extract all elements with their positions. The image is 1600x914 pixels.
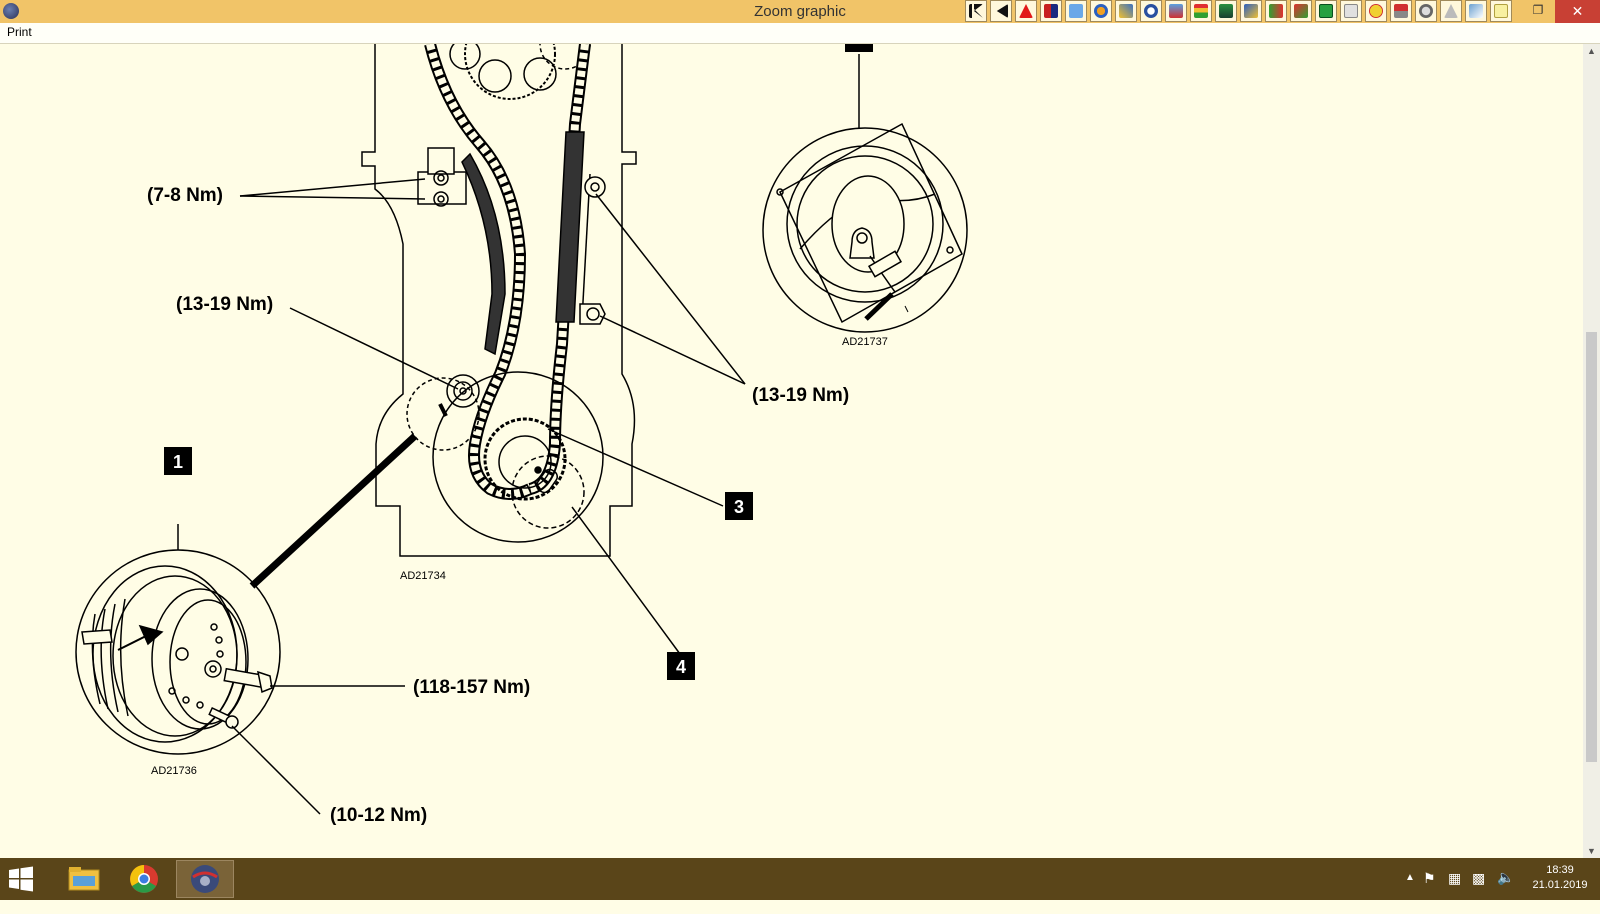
callout-3: 3: [734, 497, 744, 517]
cam-detail: [762, 127, 968, 333]
scope-icon[interactable]: [1415, 0, 1437, 22]
window-title: Zoom graphic: [754, 3, 846, 20]
wiring-icon[interactable]: [1340, 0, 1362, 22]
first-page-icon[interactable]: [965, 0, 987, 22]
component-icon[interactable]: [1265, 0, 1287, 22]
camshaft-lobe: [831, 175, 905, 273]
callout-1: 1: [173, 452, 183, 472]
clock-date: 21.01.2019: [1532, 879, 1588, 891]
battery-icon[interactable]: [1290, 0, 1312, 22]
callout-4: 4: [676, 657, 686, 677]
menu-bar: Print: [0, 23, 1600, 44]
pulley-detail: [75, 549, 281, 755]
cable-icon[interactable]: [1315, 0, 1337, 22]
tensioner-guide: [461, 152, 506, 356]
file-explorer-icon[interactable]: [55, 860, 113, 898]
callout-box-top: [845, 44, 873, 52]
scroll-down-icon[interactable]: ▼: [1587, 846, 1596, 856]
crank-sprocket: [483, 417, 567, 501]
pencil-icon[interactable]: [1240, 0, 1262, 22]
diagnostic-app-icon[interactable]: [176, 860, 234, 898]
taskbar-clock[interactable]: 18:39 21.01.2019: [1520, 863, 1600, 893]
book-icon[interactable]: [1040, 0, 1062, 22]
volume-icon[interactable]: 🔈: [1497, 869, 1515, 885]
chart-icon[interactable]: [1190, 0, 1212, 22]
wrench-icon[interactable]: [1115, 0, 1137, 22]
battery-tray-icon[interactable]: ▦: [1448, 870, 1462, 886]
torque-label-small: (10-12 Nm): [330, 805, 427, 826]
title-bar: Zoom graphic ❐ ✕: [0, 0, 1600, 23]
warning-icon[interactable]: [1015, 0, 1037, 22]
clock-time: 18:39: [1546, 864, 1574, 876]
scroll-thumb[interactable]: [1586, 332, 1597, 762]
torque-label-tensioner: (7-8 Nm): [147, 185, 223, 206]
figure-code-main: AD21734: [400, 570, 446, 582]
torque-label-guide: (13-19 Nm): [752, 385, 849, 406]
windows-start-icon[interactable]: [8, 866, 34, 892]
cam-sprocket-right: [523, 57, 557, 91]
callout-box-1: [164, 447, 192, 475]
triangle-icon[interactable]: [1440, 0, 1462, 22]
scroll-up-icon[interactable]: ▲: [1587, 46, 1596, 56]
crankshaft-pulley-outline: [432, 371, 604, 543]
dial-icon[interactable]: [1140, 0, 1162, 22]
close-icon[interactable]: ✕: [1555, 0, 1600, 23]
fixed-guide-rail: [555, 131, 585, 323]
notes-icon[interactable]: [1465, 0, 1487, 22]
app-icon[interactable]: [3, 3, 19, 19]
taskbar: ▲ ⚑ ▦ ▩ 🔈 18:39 21.01.2019: [0, 858, 1600, 900]
torque-label-pivot: (13-19 Nm): [176, 294, 273, 315]
timing-chain-diagram: 1 3 4 (7-8 Nm) (13-19 Nm) (13-19 Nm) (11…: [75, 8, 968, 826]
previous-icon[interactable]: [990, 0, 1012, 22]
chrome-icon[interactable]: [115, 860, 173, 898]
callout-box-3: [725, 492, 753, 520]
guide-bolt-lower: [586, 307, 600, 321]
network-icon[interactable]: ▩: [1472, 870, 1486, 886]
thermometer-icon[interactable]: [1165, 0, 1187, 22]
blueprint-icon[interactable]: [1065, 0, 1087, 22]
print-menu-item[interactable]: Print: [7, 25, 32, 39]
tray-expand-icon[interactable]: ▲: [1405, 872, 1415, 883]
callout-box-4: [667, 652, 695, 680]
face-icon[interactable]: [1365, 0, 1387, 22]
restore-icon[interactable]: ❐: [1532, 3, 1544, 17]
car-icon[interactable]: [1390, 0, 1412, 22]
document-icon[interactable]: [1215, 0, 1237, 22]
vertical-scrollbar[interactable]: ▲ ▼: [1583, 44, 1600, 858]
gear-icon[interactable]: [1090, 0, 1112, 22]
torque-label-crank: (118-157 Nm): [413, 677, 530, 698]
flag-icon[interactable]: ⚑: [1423, 870, 1436, 886]
toolbar: [965, 0, 1515, 23]
figure-code-cam: AD21737: [842, 336, 888, 348]
figure-code-pulley: AD21736: [151, 765, 197, 777]
graphic-canvas: 1 3 4 (7-8 Nm) (13-19 Nm) (13-19 Nm) (11…: [0, 8, 1583, 858]
guide-bolt-upper: [584, 176, 606, 198]
sticky-note-icon[interactable]: [1490, 0, 1512, 22]
chain-tensioner: [417, 171, 467, 205]
